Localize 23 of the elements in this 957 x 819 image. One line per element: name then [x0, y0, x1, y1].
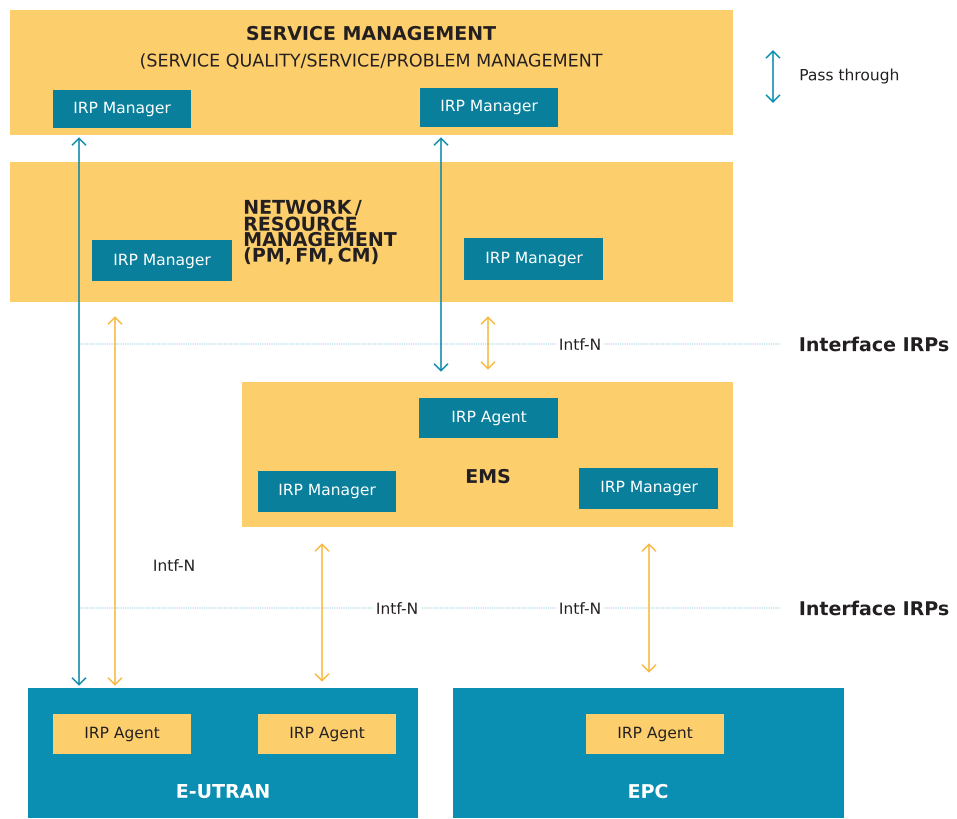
- arrow: [641, 543, 657, 673]
- arrow: [107, 316, 123, 686]
- arrow: [433, 137, 449, 372]
- interface-label: Interface IRPs: [800, 336, 948, 352]
- irp-box: IRP Manager: [53, 90, 191, 128]
- legend-label: Pass through: [800, 68, 898, 84]
- arrow: [71, 137, 87, 686]
- irp-box: IRP Manager: [464, 238, 603, 280]
- irp-box: IRP Agent: [586, 714, 724, 754]
- irp-box: IRP Agent: [53, 714, 191, 754]
- irp-box: IRP Manager: [258, 471, 396, 512]
- arrow: [480, 316, 496, 370]
- irp-box: IRP Manager: [420, 88, 558, 127]
- interface-label: Interface IRPs: [800, 600, 948, 616]
- irp-box: IRP Manager: [92, 240, 232, 281]
- arrow: [314, 543, 330, 682]
- interface-label: Intf-N: [372, 599, 422, 617]
- interface-label: Intf-N: [154, 559, 194, 571]
- interface-label: Intf-N: [556, 335, 604, 353]
- irp-box: IRP Agent: [419, 398, 558, 438]
- irp-box: IRP Manager: [579, 468, 718, 509]
- interface-label: Intf-N: [556, 599, 604, 617]
- irp-box: IRP Agent: [258, 714, 396, 754]
